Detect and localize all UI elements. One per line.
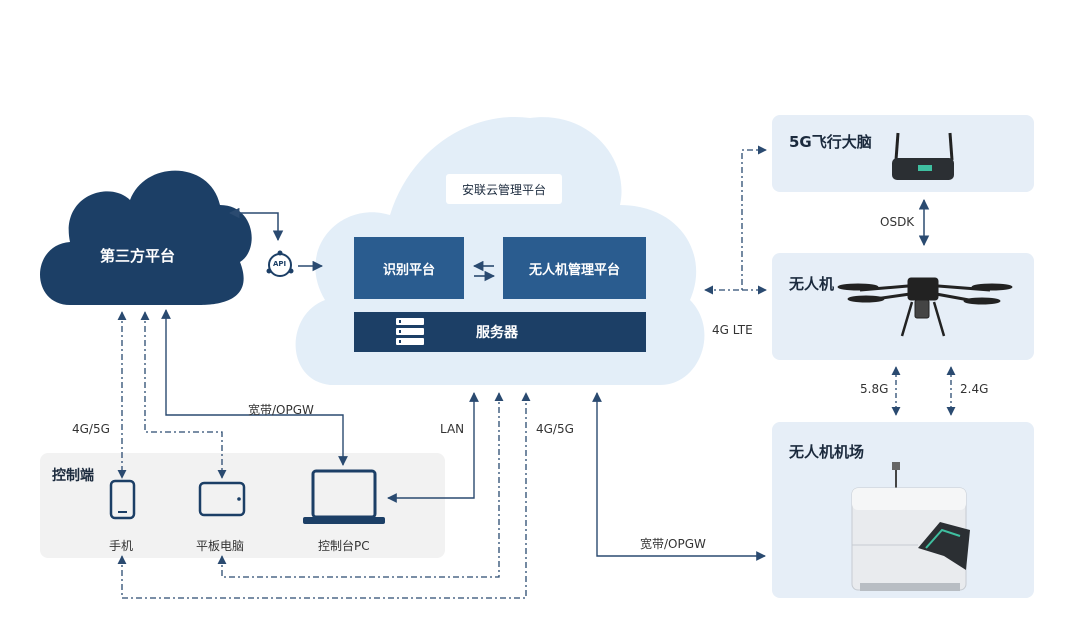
tablet-icon <box>198 481 246 517</box>
third-party-api-link <box>228 207 284 242</box>
lte-label: 4G LTE <box>712 323 753 337</box>
api-icon <box>266 250 294 277</box>
third-party-cloud <box>40 170 252 305</box>
recognition-box <box>354 237 464 299</box>
server-icon <box>396 318 424 345</box>
link-lte-brain <box>704 145 767 295</box>
osdk-label: OSDK <box>880 215 915 229</box>
router-icon <box>892 132 954 180</box>
cloud-platform-title: 安联云管理平台 <box>461 183 546 197</box>
link-cloud-dock <box>592 392 766 561</box>
g24-label: 2.4G <box>960 382 989 396</box>
recognition-label: 识别平台 <box>382 262 435 278</box>
phone-icon <box>109 479 136 520</box>
control-title: 控制端 <box>52 468 94 484</box>
pc-label: 控制台PC <box>318 539 370 553</box>
broadband-left-label: 宽带/OPGW <box>248 403 314 417</box>
g45-right-label: 4G/5G <box>536 422 574 436</box>
dock-title: 无人机机场 <box>789 443 865 461</box>
pc-icon <box>303 469 385 524</box>
drone-panel <box>772 253 1034 360</box>
lan-label: LAN <box>440 422 465 436</box>
server-label: 服务器 <box>476 325 518 341</box>
link-tablet-cloud <box>217 392 504 578</box>
uav-mgmt-box <box>503 237 646 299</box>
phone-label: 手机 <box>109 539 134 553</box>
g45-left-label: 4G/5G <box>72 422 110 436</box>
drone-title: 无人机 <box>789 275 835 293</box>
broadband-right-label: 宽带/OPGW <box>640 537 706 551</box>
api-label: API <box>273 260 287 268</box>
drone-icon <box>837 277 1013 337</box>
tablet-label: 平板电脑 <box>196 539 245 553</box>
g58-label: 5.8G <box>860 382 889 396</box>
brain-panel <box>772 115 1034 192</box>
dock-icon <box>851 462 970 591</box>
third-party-label: 第三方平台 <box>100 247 176 265</box>
brain-title: 5G飞行大脑 <box>789 133 872 151</box>
uav-mgmt-label: 无人机管理平台 <box>528 262 620 278</box>
link-phone-cloud <box>117 392 531 599</box>
cloud-title-box <box>446 174 562 204</box>
